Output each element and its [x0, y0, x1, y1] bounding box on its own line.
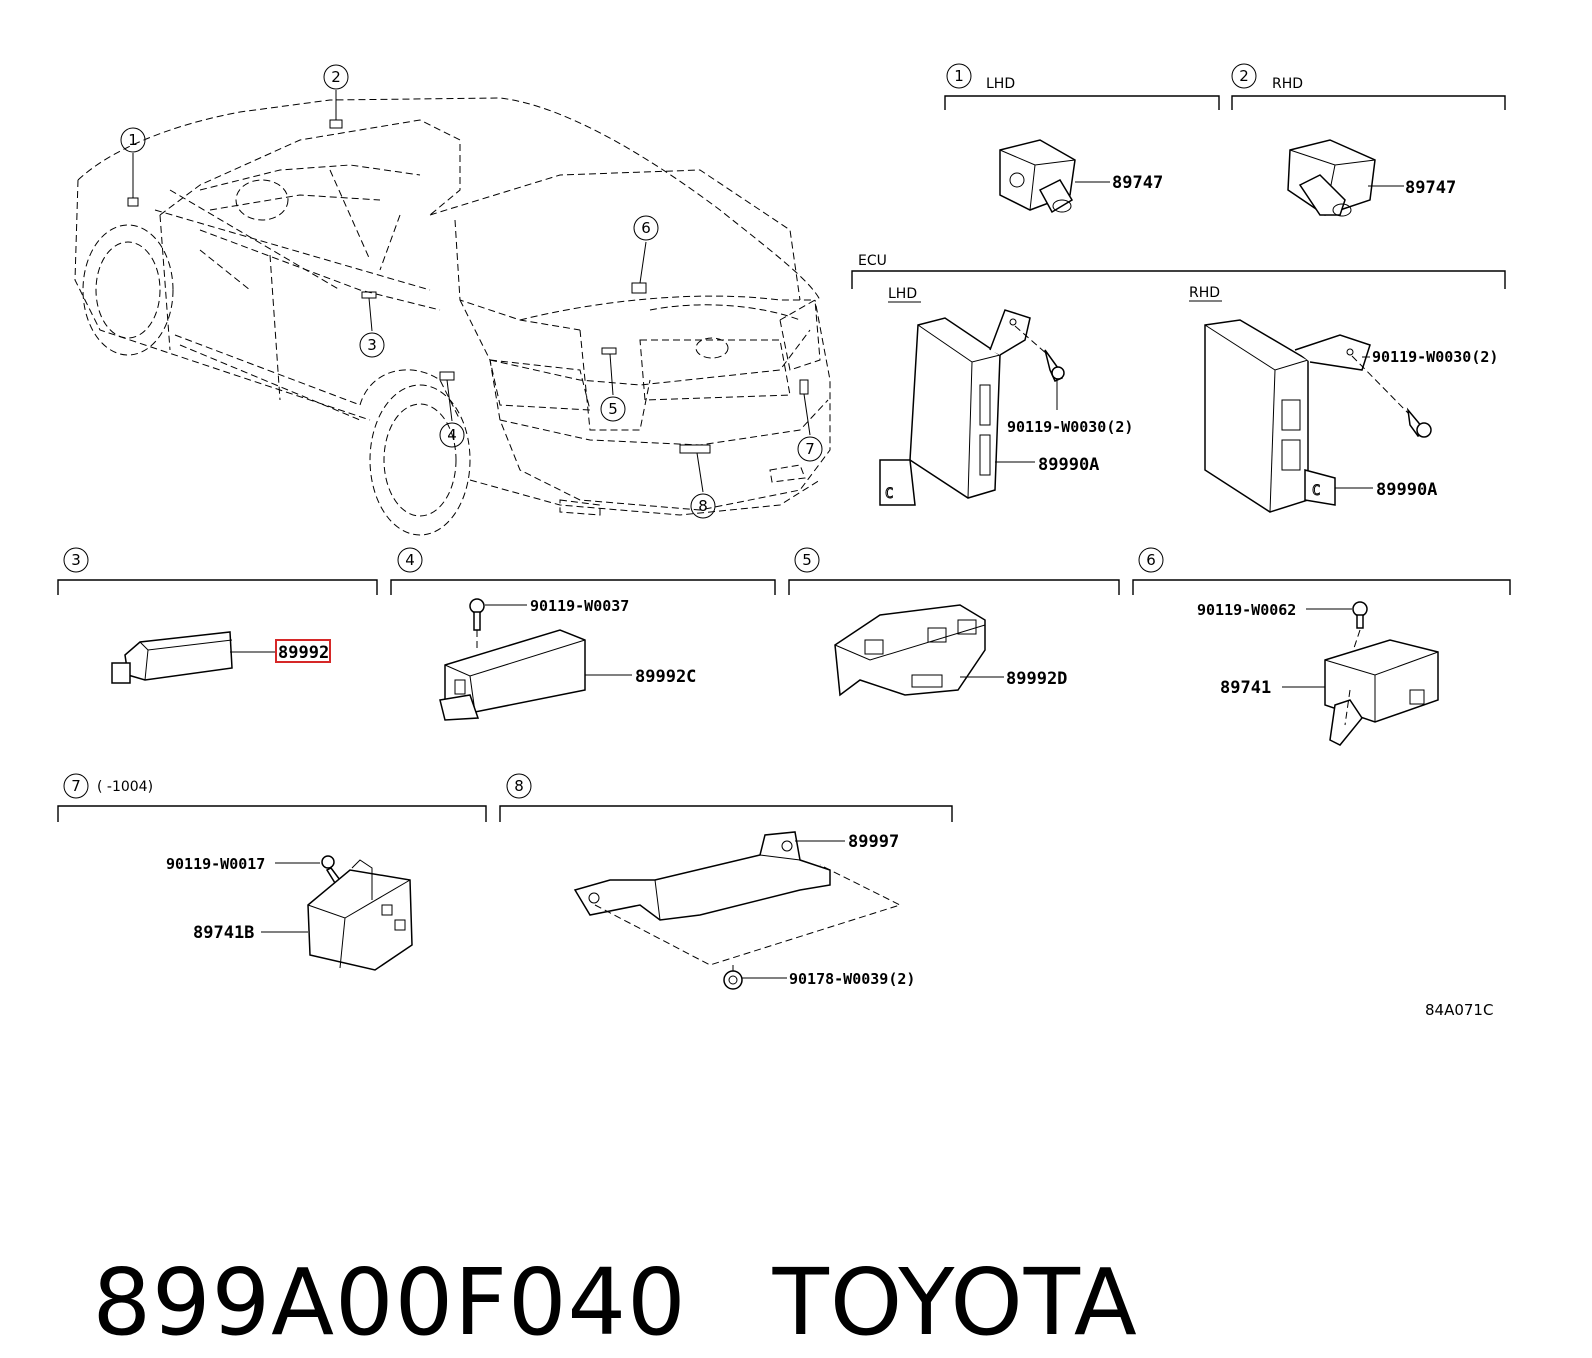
- group-8: 8 89997 90178-W0039(2): [499, 773, 953, 990]
- footer: 899A00F040 TOYOTA: [32, 1138, 1138, 1356]
- svg-text:5: 5: [608, 400, 618, 418]
- svg-text:LHD: LHD: [986, 76, 1015, 92]
- svg-text:8: 8: [514, 777, 524, 795]
- svg-text:89741: 89741: [1220, 678, 1271, 698]
- group-6: 6 90119-W0062 89741: [1132, 547, 1511, 746]
- connector-89747-lhd: [999, 139, 1076, 214]
- svg-text:89747: 89747: [1112, 173, 1163, 193]
- group-2-rhd: 2 RHD 89747: [1231, 63, 1506, 217]
- svg-text:7: 7: [71, 777, 81, 795]
- svg-text:1: 1: [954, 67, 964, 85]
- svg-text:5: 5: [802, 551, 812, 569]
- callout-1-car: 1: [120, 127, 146, 153]
- callout-5-car: 5: [600, 396, 626, 422]
- callout-2-car: 2: [323, 64, 349, 90]
- module-89741b: [307, 859, 413, 971]
- sensor-89992c: [439, 629, 586, 721]
- svg-text:89997: 89997: [848, 832, 899, 852]
- svg-text:2: 2: [1239, 67, 1249, 85]
- svg-text:( -1004): ( -1004): [97, 779, 153, 795]
- svg-text:90119-W0062: 90119-W0062: [1197, 601, 1296, 619]
- callout-3-car: 3: [359, 332, 385, 358]
- svg-text:3: 3: [367, 336, 377, 354]
- svg-text:6: 6: [1146, 551, 1156, 569]
- svg-text:4: 4: [405, 551, 415, 569]
- antenna-89997: [573, 831, 831, 921]
- svg-text:7: 7: [805, 440, 815, 458]
- svg-text:89747: 89747: [1405, 178, 1456, 198]
- svg-text:4: 4: [447, 426, 457, 444]
- callout-8-car: 8: [690, 493, 716, 519]
- svg-text:90119-W0017: 90119-W0017: [166, 855, 265, 873]
- svg-text:90119-W0030(2): 90119-W0030(2): [1372, 348, 1498, 366]
- svg-text:89990A: 89990A: [1376, 480, 1437, 500]
- car-illustration: [74, 90, 831, 536]
- svg-text:ECU: ECU: [858, 253, 887, 269]
- bolt-90119-w0062: [1352, 601, 1368, 629]
- figure-code: 84A071C: [1425, 1001, 1493, 1019]
- svg-text:89990A: 89990A: [1038, 455, 1099, 475]
- group-7: 7 ( -1004) 90119-W0017 89741B: [57, 773, 487, 971]
- svg-text:90119-W0037: 90119-W0037: [530, 597, 629, 615]
- svg-text:89992D: 89992D: [1006, 669, 1067, 689]
- module-89741: [1324, 639, 1439, 746]
- group-4: 4 90119-W0037 89992C: [390, 547, 776, 721]
- svg-text:RHD: RHD: [1189, 285, 1220, 301]
- svg-text:6: 6: [641, 219, 651, 237]
- bolt-lhd: [1044, 349, 1065, 382]
- bolt-rhd: [1406, 407, 1432, 438]
- svg-text:90178-W0039(2): 90178-W0039(2): [789, 970, 915, 988]
- svg-text:C: C: [885, 486, 893, 502]
- brand-name: TOYOTA: [772, 1249, 1138, 1356]
- group-ecu: ECU LHD RHD C 90119-W0030(2) 89990A: [851, 253, 1506, 513]
- svg-text:90119-W0030(2): 90119-W0030(2): [1007, 418, 1133, 436]
- svg-text:1: 1: [128, 131, 138, 149]
- svg-text:89741B: 89741B: [193, 923, 254, 943]
- svg-text:2: 2: [331, 68, 341, 86]
- highlight-box: [275, 639, 331, 663]
- group-3: 3 89992: [57, 547, 378, 684]
- callout-7-car: 7: [797, 436, 823, 462]
- svg-text:89992: 89992: [278, 643, 329, 663]
- connector-89747-rhd: [1287, 139, 1376, 217]
- ecu-89990a-rhd: C: [1204, 319, 1371, 513]
- sensor-89992d: [834, 604, 986, 697]
- svg-text:C: C: [1312, 483, 1320, 499]
- ecu-89990a-lhd: C: [879, 309, 1031, 506]
- svg-text:3: 3: [71, 551, 81, 569]
- group-5: 5 89992D: [788, 547, 1120, 697]
- svg-text:8: 8: [698, 497, 708, 515]
- svg-text:89992C: 89992C: [635, 667, 696, 687]
- part-number: 899A00F040: [92, 1249, 687, 1356]
- parts-diagram: 1 2 3 4 5 6 7 8 1 LHD: [57, 63, 1511, 1019]
- bolt-90119-w0037: [469, 598, 485, 631]
- callout-4-car: 4: [439, 422, 465, 448]
- bolt-90119-w0017: [321, 855, 342, 885]
- svg-text:LHD: LHD: [888, 286, 917, 302]
- group-1-lhd: 1 LHD 89747: [944, 63, 1220, 214]
- nut-90178-w0039: [723, 970, 743, 990]
- sensor-89992: [111, 631, 233, 684]
- callout-6-car: 6: [633, 215, 659, 241]
- svg-text:RHD: RHD: [1272, 76, 1303, 92]
